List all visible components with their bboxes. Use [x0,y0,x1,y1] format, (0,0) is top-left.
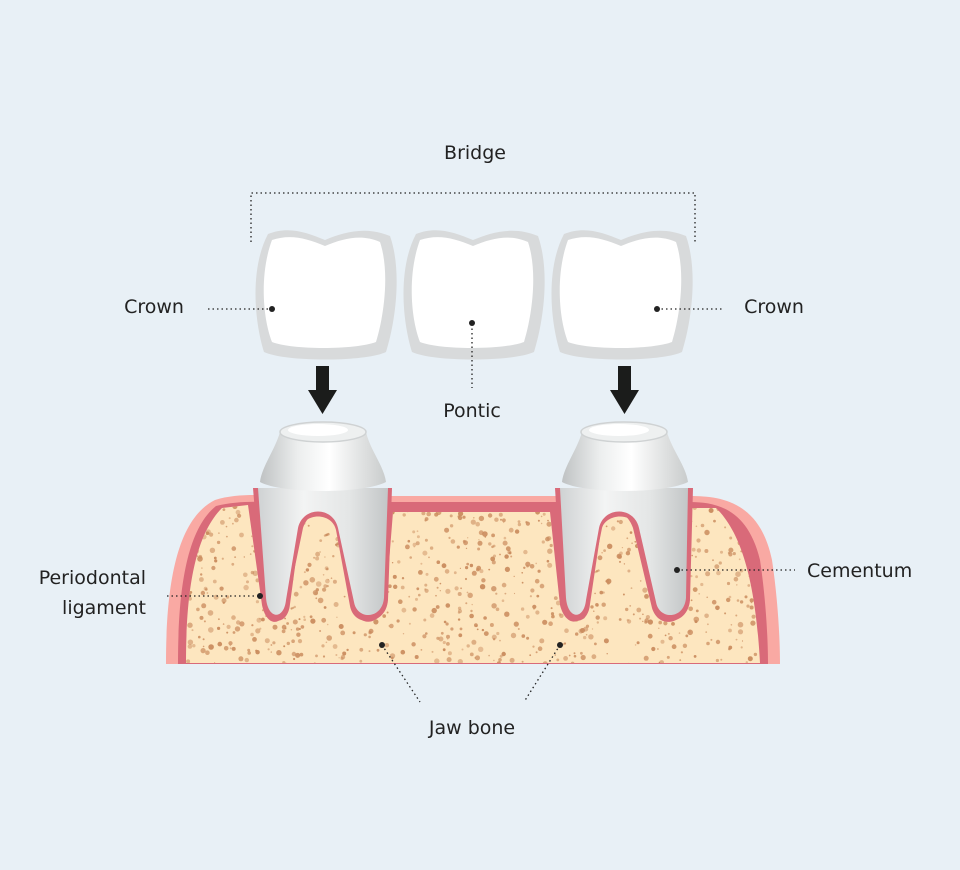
label-periodontal-line1: Periodontal [39,567,146,589]
arrow-down-right-icon [610,366,639,414]
label-periodontal-line2: ligament [62,597,146,619]
leader-lines [167,306,795,703]
label-pontic: Pontic [443,400,501,422]
pontic-shape [403,230,545,360]
abutment-tooth-right [555,421,693,622]
abutment-tooth-left [253,421,392,622]
bone-speckles [186,505,760,663]
crown-right-shape [551,230,693,360]
arrow-down-left-icon [308,366,337,414]
label-cementum: Cementum [807,560,912,582]
label-jaw-bone: Jaw bone [428,717,515,739]
bridge-bracket [250,192,696,242]
label-crown-right: Crown [744,296,804,318]
label-bridge: Bridge [444,142,506,164]
crown-left-shape [255,230,397,360]
bridge-crowns [255,230,693,360]
label-crown-left: Crown [124,296,184,318]
jaw-bone [186,505,760,663]
